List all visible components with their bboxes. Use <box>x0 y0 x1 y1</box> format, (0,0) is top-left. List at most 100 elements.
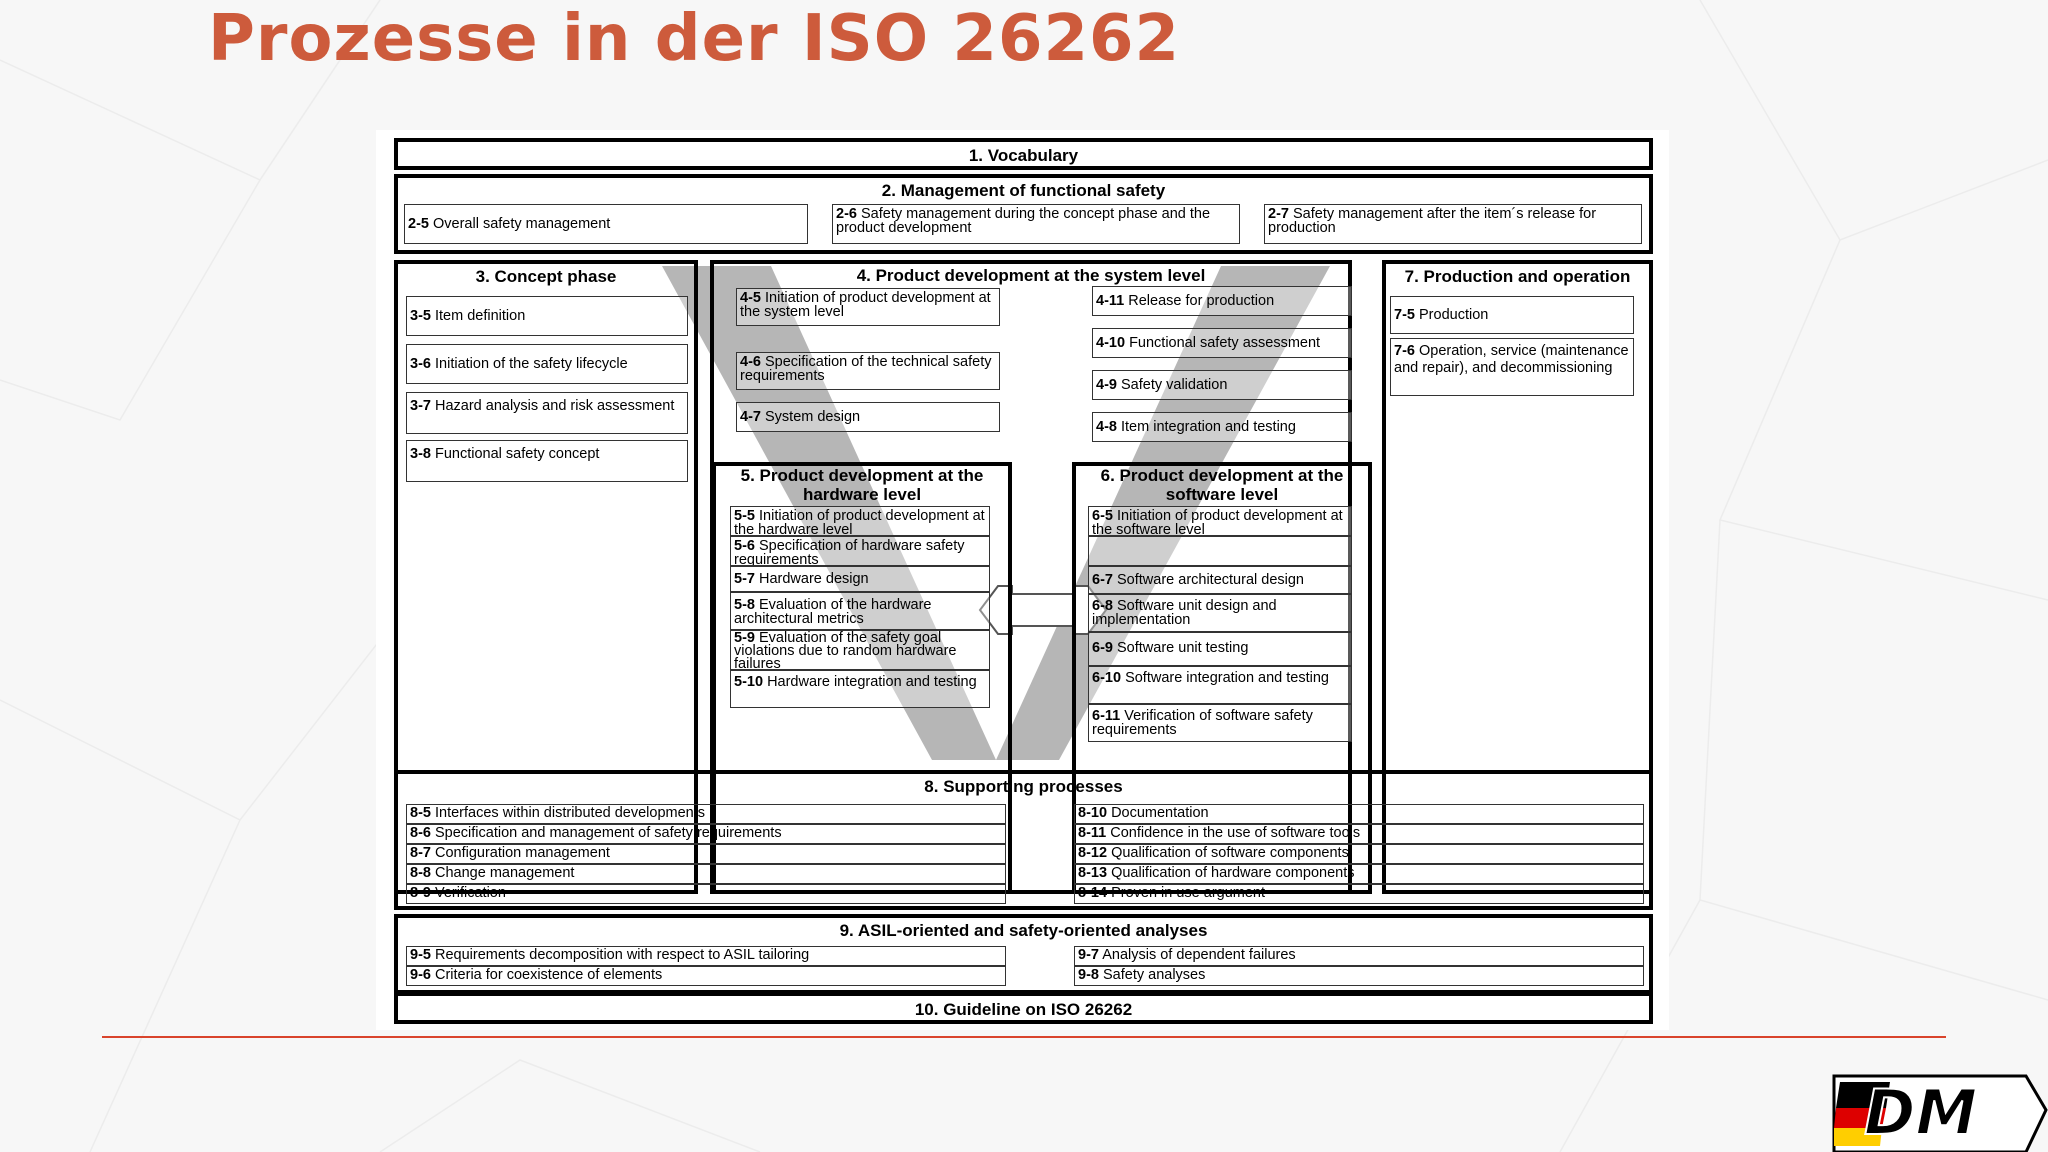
list-item: 9-7 Analysis of dependent failures <box>1074 946 1644 966</box>
item-number: 8-10 <box>1078 805 1108 821</box>
item-text: Configuration management <box>435 845 610 861</box>
management-item: 2-5 Overall safety management <box>404 204 808 244</box>
item-number: 9-5 <box>410 947 431 963</box>
item-number: 4-8 <box>1096 419 1117 435</box>
list-item: 9-6 Criteria for coexistence of elements <box>406 966 1006 986</box>
item-text: Initiation of product development at the… <box>740 290 991 320</box>
item-number: 5-5 <box>734 508 755 524</box>
item-text: Interfaces within distributed developmen… <box>435 805 706 821</box>
production-item: 7-5 Production <box>1390 296 1634 334</box>
software-header: 6. Product development at the software l… <box>1076 466 1368 504</box>
item-text: Initiation of product development at the… <box>734 508 985 536</box>
hardware-header-line2: hardware level <box>802 485 922 504</box>
item-text: Specification and management of safety r… <box>435 825 782 841</box>
list-item: 8-14 Proven in use argument <box>1074 884 1644 904</box>
item-text: Initiation of the safety lifecycle <box>435 356 628 372</box>
list-item: 9-5 Requirements decomposition with resp… <box>406 946 1006 966</box>
management-item: 2-7 Safety management after the item´s r… <box>1264 204 1642 244</box>
item-number: 8-5 <box>410 805 431 821</box>
list-item: 8-5 Interfaces within distributed develo… <box>406 804 1006 824</box>
item-number: 6-5 <box>1092 508 1113 524</box>
item-text: Overall safety management <box>433 216 611 232</box>
software-item <box>1088 536 1352 566</box>
item-text: Release for production <box>1128 293 1275 309</box>
guideline-box: 10. Guideline on ISO 26262 <box>394 992 1653 1024</box>
software-item: 6-9 Software unit testing <box>1088 632 1352 666</box>
item-number: 8-7 <box>410 845 431 861</box>
item-text: Software unit design and implementation <box>1092 598 1277 628</box>
item-number: 2-5 <box>408 216 429 232</box>
item-text: Verification of software safety requirem… <box>1092 708 1313 738</box>
item-text: Confidence in the use of software tools <box>1110 825 1361 841</box>
item-number: 5-10 <box>734 674 764 690</box>
hardware-level-box: 5. Product development at the hardware l… <box>712 462 1012 894</box>
system-item: 4-5 Initiation of product development at… <box>736 288 1000 326</box>
item-number: 5-6 <box>734 538 755 554</box>
item-text: Proven in use argument <box>1111 885 1266 901</box>
management-box: 2. Management of functional safety 2-5 O… <box>394 174 1653 254</box>
list-item: 8-6 Specification and management of safe… <box>406 824 1006 844</box>
management-header: 2. Management of functional safety <box>881 181 1166 200</box>
supporting-header: 8. Supporting processes <box>924 777 1123 796</box>
item-number: 3-6 <box>410 356 431 372</box>
item-text: Functional safety assessment <box>1129 335 1321 351</box>
item-number: 5-8 <box>734 597 755 613</box>
software-item: 6-8 Software unit design and implementat… <box>1088 594 1352 632</box>
iso26262-diagram: 1. Vocabulary 2. Management of functiona… <box>376 130 1669 1030</box>
list-item: 8-11 Confidence in the use of software t… <box>1074 824 1644 844</box>
vocabulary-label: 1. Vocabulary <box>968 146 1079 165</box>
software-item: 6-11 Verification of software safety req… <box>1088 704 1352 742</box>
item-number: 4-9 <box>1096 377 1117 393</box>
item-text: Qualification of hardware components <box>1111 865 1355 881</box>
system-item: 4-9 Safety validation <box>1092 370 1352 400</box>
system-item: 4-6 Specification of the technical safet… <box>736 352 1000 390</box>
item-text: Hardware design <box>759 571 869 587</box>
list-item: 8-8 Change management <box>406 864 1006 884</box>
item-number: 6-8 <box>1092 598 1113 614</box>
asil-header: 9. ASIL-oriented and safety-oriented ana… <box>839 921 1208 940</box>
item-number: 6-10 <box>1092 670 1122 686</box>
software-item: 6-10 Software integration and testing <box>1088 666 1352 704</box>
item-text: Criteria for coexistence of elements <box>435 967 663 983</box>
item-number: 4-7 <box>740 409 761 425</box>
item-number: 9-6 <box>410 967 431 983</box>
item-number: 6-11 <box>1092 708 1121 724</box>
vocabulary-box: 1. Vocabulary <box>394 138 1653 170</box>
svg-text:DM: DM <box>1864 1076 1977 1149</box>
hardware-item: 5-8 Evaluation of the hardware architect… <box>730 592 990 630</box>
item-number: 4-5 <box>740 290 761 306</box>
item-number: 9-8 <box>1078 967 1099 983</box>
item-text: Change management <box>435 865 575 881</box>
item-text: Safety validation <box>1121 377 1228 393</box>
item-text: Qualification of software components <box>1111 845 1349 861</box>
item-text: Item integration and testing <box>1121 419 1296 435</box>
list-item: 9-8 Safety analyses <box>1074 966 1644 986</box>
item-number: 3-7 <box>410 398 431 414</box>
item-text: Software integration and testing <box>1125 670 1329 686</box>
item-number: 8-12 <box>1078 845 1108 861</box>
item-text: Safety management during the concept pha… <box>836 206 1211 236</box>
production-header: 7. Production and operation <box>1404 267 1631 286</box>
item-text: Requirements decomposition with respect … <box>435 947 810 963</box>
item-number: 4-10 <box>1096 335 1126 351</box>
management-item: 2-6 Safety management during the concept… <box>832 204 1240 244</box>
item-text: Documentation <box>1111 805 1209 821</box>
hardware-header: 5. Product development at the hardware l… <box>716 466 1008 504</box>
hardware-item: 5-9 Evaluation of the safety goal violat… <box>730 630 990 670</box>
item-number: 9-7 <box>1078 947 1099 963</box>
item-text: Software architectural design <box>1117 572 1304 588</box>
software-level-box: 6. Product development at the software l… <box>1072 462 1372 894</box>
item-text: Hazard analysis and risk assessment <box>435 398 675 414</box>
list-item: 8-9 Verification <box>406 884 1006 904</box>
item-number: 6-9 <box>1092 640 1113 656</box>
system-header: 4. Product development at the system lev… <box>856 266 1206 285</box>
item-number: 8-14 <box>1078 885 1108 901</box>
production-box: 7. Production and operation 7-5 Producti… <box>1382 260 1653 894</box>
item-text: Functional safety concept <box>435 446 600 462</box>
item-text: Evaluation of the hardware architectural… <box>734 597 932 627</box>
item-number: 5-9 <box>734 630 755 646</box>
item-text: Operation, service (maintenance and repa… <box>1394 343 1629 376</box>
hardware-header-line1: 5. Product development at the <box>740 466 984 485</box>
software-header-line1: 6. Product development at the <box>1100 466 1344 485</box>
item-text: System design <box>765 409 861 425</box>
